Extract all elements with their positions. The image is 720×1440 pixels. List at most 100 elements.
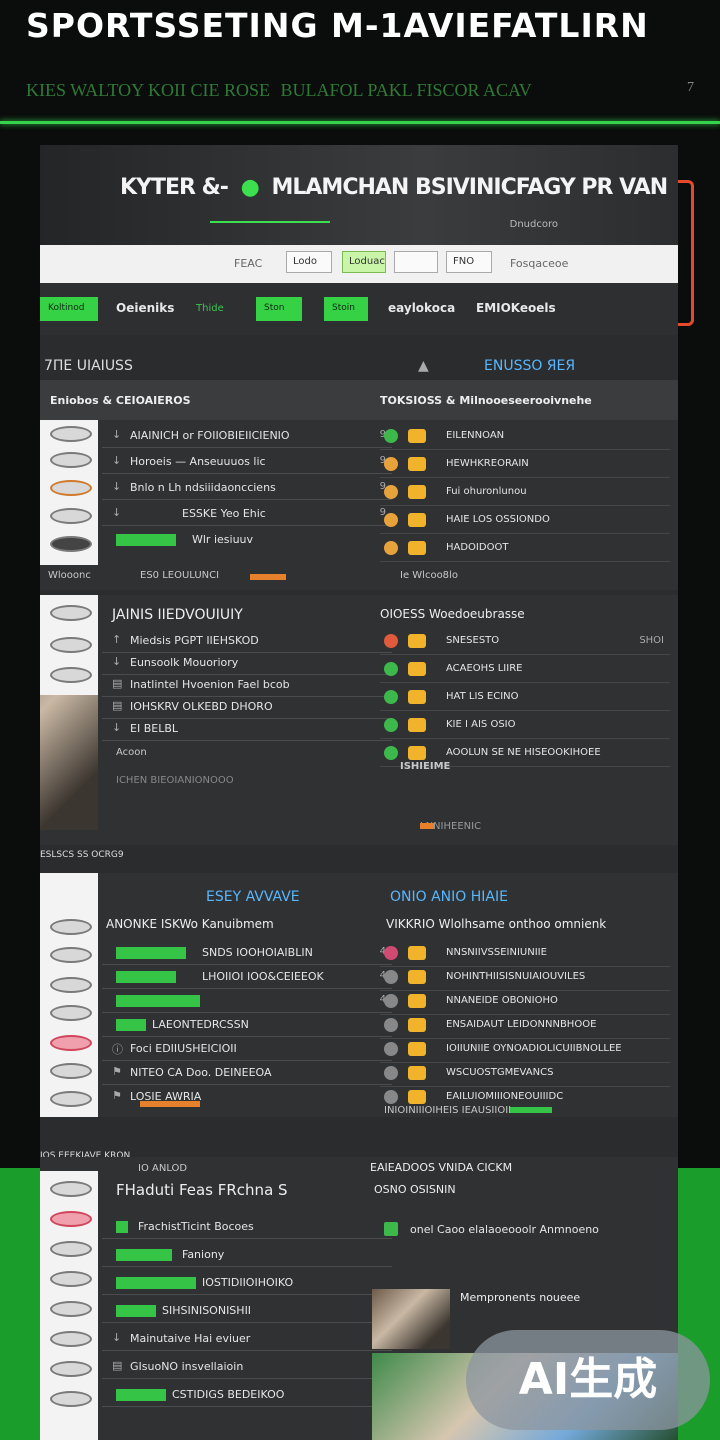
list-item[interactable]: EILENNOAN (380, 424, 670, 450)
document-icon: ▤ (112, 1359, 123, 1372)
list-item[interactable]: ▤GIsuoNO insvellaioin (102, 1355, 392, 1379)
list-item[interactable]: NNANEIDE OBONIOHO (380, 989, 670, 1015)
nav-item-1[interactable]: Oeieniks (116, 301, 175, 315)
list-item[interactable]: HEWHKREORAIN (380, 452, 670, 478)
document-icon: ▤ (112, 699, 123, 712)
list-item[interactable]: HADOIDOOT (380, 536, 670, 562)
toolbar-button-2[interactable]: Loduac (342, 251, 386, 273)
arrow-down-icon: ↓ (112, 655, 122, 668)
shoe-thumbnail[interactable] (50, 919, 92, 935)
list-item[interactable]: IOIIUNIIE OYNOADIOLICUIIBNOLLEE (380, 1037, 670, 1063)
nav-button-primary[interactable]: Koltinod (40, 297, 98, 321)
list-item[interactable]: ▤Inatlintel Hvoenion Fael bcob (102, 673, 392, 697)
toolbar-button-4[interactable]: FNO (446, 251, 492, 273)
team-badge-icon (384, 970, 398, 984)
shoe-thumbnail[interactable] (50, 1271, 92, 1287)
list-item[interactable]: ↓Eunsoolk Mouoriory (102, 651, 392, 675)
page-number: 7 (687, 80, 694, 95)
list-item-label: NITEO CA Doo. DEINEEOA (130, 1066, 272, 1079)
shoe-thumbnail[interactable] (50, 1391, 92, 1407)
toolbar-button-3[interactable] (394, 251, 438, 273)
shoe-thumbnail[interactable] (50, 1241, 92, 1257)
panel-1-title-left: Eniobos & CEIOAIEROS (50, 394, 191, 407)
shoe-thumbnail[interactable] (50, 1331, 92, 1347)
list-item[interactable]: CSTIDIGS BEDEIKOO (102, 1383, 392, 1407)
shoe-thumbnail[interactable] (50, 947, 92, 963)
shoe-thumbnail[interactable] (50, 1091, 92, 1107)
panel-1-thumbnails (40, 420, 98, 565)
card-title[interactable]: Mempronents noueee (460, 1291, 581, 1304)
list-item[interactable]: ACAEOHS LIIRE (380, 657, 670, 683)
shoe-thumbnail[interactable] (50, 1005, 92, 1021)
list-item[interactable]: LAEONTEDRCSSN (102, 1013, 392, 1037)
shoe-thumbnail[interactable] (50, 977, 92, 993)
list-item[interactable]: ⚑NITEO CA Doo. DEINEEOA (102, 1061, 392, 1085)
section-title-left[interactable]: ESEY AVVAVE (206, 889, 300, 905)
shoe-thumbnail[interactable] (50, 1181, 92, 1197)
player-photo[interactable] (372, 1289, 450, 1349)
toolbar-button-1[interactable]: Lodo (286, 251, 332, 273)
list-item[interactable]: Fui ohuronlunou (380, 480, 670, 506)
shoe-thumbnail[interactable] (50, 508, 92, 524)
shoe-thumbnail[interactable] (50, 1301, 92, 1317)
nav-item-2[interactable]: eaylokoca (388, 301, 456, 315)
list-item-label: Foci EDIIUSHEICIOII (130, 1042, 237, 1055)
trophy-icon (408, 994, 426, 1008)
section-title-right[interactable]: ONIO ANIO HIAIE (390, 889, 508, 905)
shoe-thumbnail[interactable] (50, 1211, 92, 1227)
list-item[interactable]: HAIE LOS OSSIONDO (380, 508, 670, 534)
list-item[interactable]: ⚑LOSIE AWRIA (102, 1085, 392, 1109)
list-item[interactable]: ↑Miedsis PGPT IIEHSKOD (102, 629, 392, 653)
list-item[interactable]: EAILUIOMIIIONEOUIIIDC (380, 1085, 670, 1111)
shoe-thumbnail[interactable] (50, 536, 92, 552)
nav-item-3[interactable]: EMIOKeoels (476, 301, 556, 315)
list-item[interactable]: NNSNIIVSSEINIUNIIE (380, 941, 670, 967)
page-title: SPORTSSETING M-1AVIEFATLIRN (26, 6, 649, 45)
shoe-thumbnail[interactable] (50, 637, 92, 653)
list-item[interactable]: HAT LIS ECINO (380, 685, 670, 711)
hero-brand: KYTER &- (120, 175, 229, 200)
list-item[interactable]: IOSTIDIIOIHOIKO (102, 1271, 392, 1295)
section-title-right[interactable]: ЕNUSSO ЯЕЯ (484, 358, 576, 374)
nav-button-3[interactable]: Stoin (324, 297, 368, 321)
list-item[interactable]: AOOLUN SE NE HISEOOKIHOEE (380, 741, 670, 767)
section-header-1: 7ПЕ UIAIUSS ▲ ЕNUSSO ЯЕЯ (40, 350, 678, 382)
checkbox-icon[interactable] (384, 1222, 398, 1236)
list-item[interactable]: SIHSINISONISHII (102, 1299, 392, 1323)
list-item[interactable]: ↓Mainutaive Hai eviuer (102, 1327, 392, 1351)
list-item[interactable]: ENSAIDAUT LEIDONNNBHOOE (380, 1013, 670, 1039)
list-item[interactable]: NOHINTHIISISNUIAIOUVILES (380, 965, 670, 991)
subtitle-right: BULAFOL PAKL FISCOR ACAV (280, 80, 532, 100)
shoe-thumbnail[interactable] (50, 667, 92, 683)
list-item[interactable]: onel Caoo elalaoeooolr Anmnoeno (380, 1217, 670, 1243)
shoe-thumbnail[interactable] (50, 605, 92, 621)
list-item[interactable]: KIE I AIS OSIO (380, 713, 670, 739)
shoe-thumbnail[interactable] (50, 426, 92, 442)
list-item[interactable]: 4 (102, 989, 392, 1013)
hero-heading: MLAMCHAN BSIVINICFAGY PR VAN (271, 175, 668, 200)
shoe-thumbnail[interactable] (50, 452, 92, 468)
nav-button-2[interactable]: Ston (256, 297, 302, 321)
nav-item-1b[interactable]: Thide (196, 303, 224, 314)
list-item[interactable]: ▤IOHSKRV OLKEBD DHORO (102, 695, 392, 719)
section-divider-label: IOS EEEKIAVE KRON (40, 1151, 131, 1161)
panel-4-title-right-2: OSNO OSISNIN (374, 1183, 456, 1196)
progress-bar (116, 1249, 172, 1261)
shoe-thumbnail[interactable] (50, 1063, 92, 1079)
list-item[interactable]: WSCUOSTGMEVANCS (380, 1061, 670, 1087)
list-item[interactable]: Faniony (102, 1243, 392, 1267)
list-item[interactable]: FrachistTicint Bocoes (102, 1215, 392, 1239)
shoe-thumbnail[interactable] (50, 480, 92, 496)
list-item[interactable]: Wlr iesiuuv (102, 528, 392, 552)
list-item[interactable]: ↓EI BELBL (102, 717, 392, 741)
shoe-thumbnail[interactable] (50, 1035, 92, 1051)
shoe-thumbnail[interactable] (50, 1361, 92, 1377)
